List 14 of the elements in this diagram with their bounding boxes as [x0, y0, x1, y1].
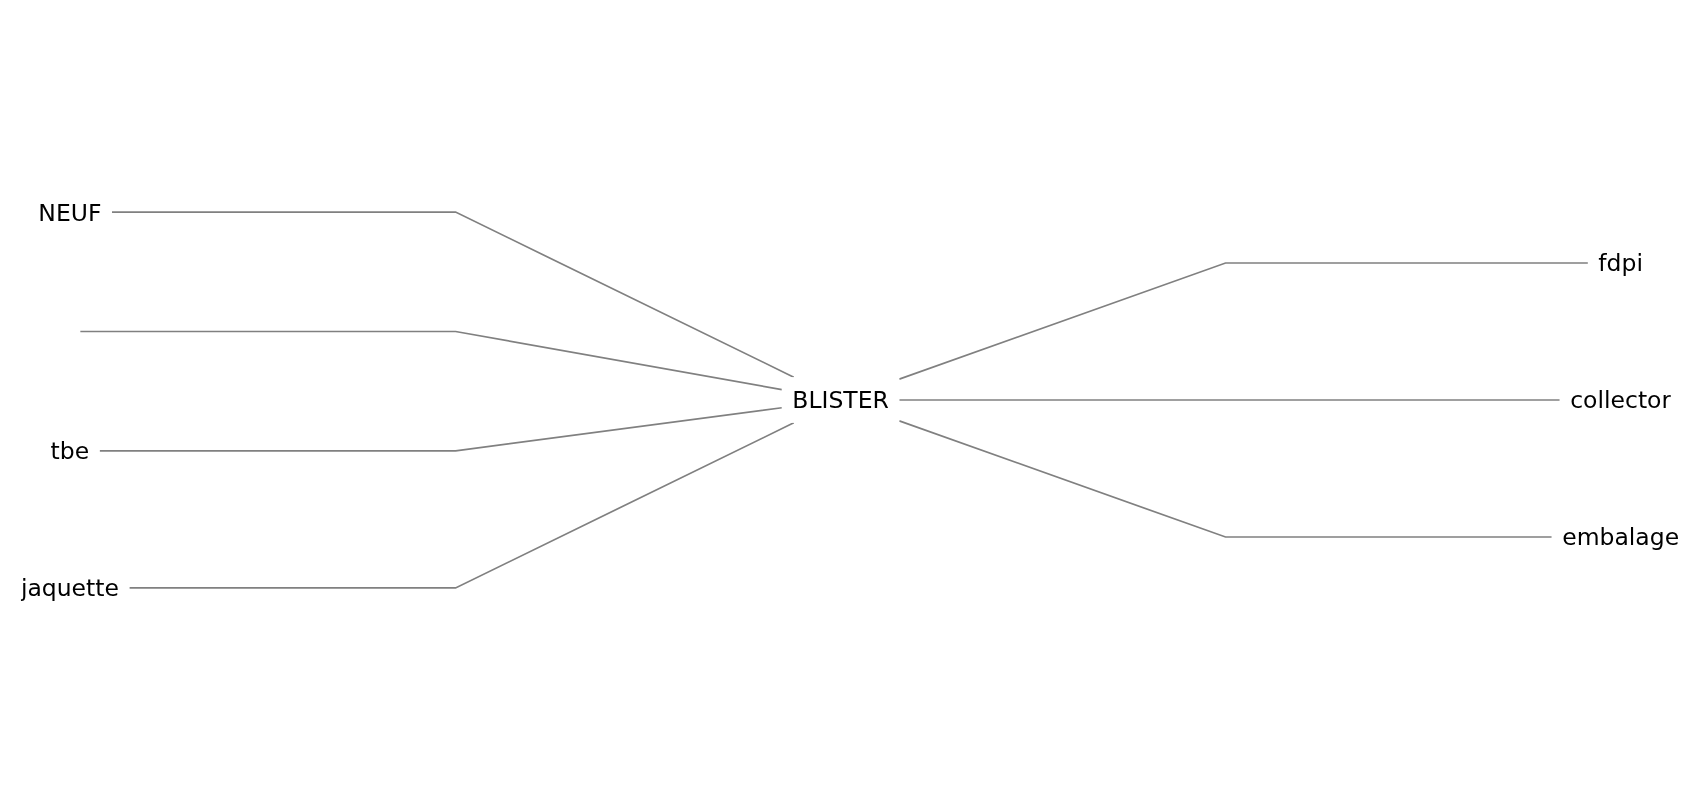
node-text: jaquette: [20, 574, 119, 602]
node-text: embalage: [1562, 523, 1680, 551]
connector: [111, 211, 795, 378]
connector: [128, 422, 795, 589]
connector: [898, 420, 1553, 538]
node-text: fdpi: [1598, 249, 1643, 277]
node-text: NEUF: [38, 198, 102, 226]
connector: [898, 262, 1589, 380]
node-text: tbe: [50, 437, 90, 465]
connector: [79, 330, 783, 391]
connector: [898, 399, 1561, 401]
connector: [98, 406, 783, 452]
node-text: BLISTER: [792, 386, 889, 414]
node-text: collector: [1570, 386, 1672, 414]
